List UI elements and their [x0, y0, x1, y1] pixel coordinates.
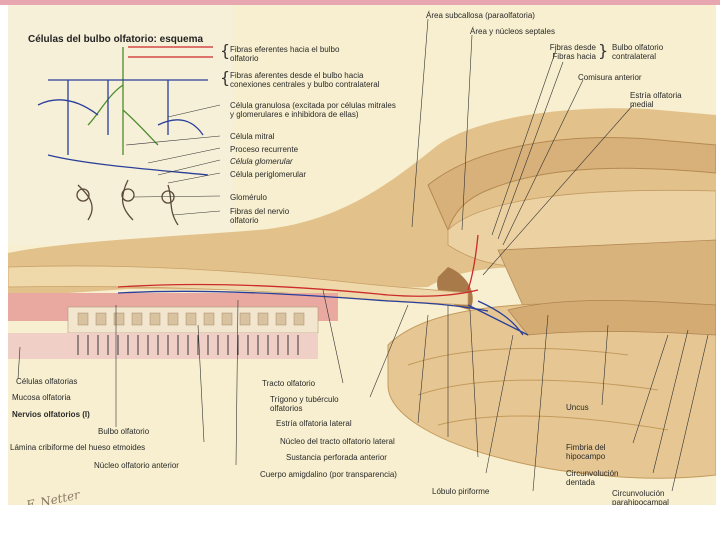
- label-fimbria: Fimbria del hipocampo: [566, 443, 606, 461]
- label-medial-stria: Estría olfatoria medial: [630, 91, 682, 109]
- label-amygdala: Cuerpo amigdalino (por transparencia): [260, 470, 397, 479]
- cribriform-foramina: [77, 312, 305, 326]
- corpus-callosum: [427, 137, 716, 232]
- anatomy-plate: Células del bulbo olfatorio: esquema { F…: [8, 5, 716, 505]
- label-efferent-fibers: Fibras eferentes hacia el bulbo olfatori…: [230, 45, 340, 63]
- label-periglomerular-cell: Célula periglomerular: [230, 170, 307, 179]
- label-subcallosal-area: Área subcallosa (paraolfatoria): [426, 11, 535, 20]
- label-lateral-stria: Estría olfatoria lateral: [276, 419, 352, 428]
- label-anterior-perforated: Sustancia perforada anterior: [286, 453, 387, 462]
- brace-contralateral: }: [598, 41, 609, 60]
- label-glomerular-cell: Célula glomerular: [230, 157, 293, 166]
- label-uncus: Uncus: [566, 403, 589, 412]
- olfactory-pathway-fibers: [117, 234, 529, 336]
- olfactory-receptor-cells: [77, 335, 299, 355]
- inset-neuron-schematic: [37, 46, 213, 226]
- temporal-lobe: [387, 303, 716, 479]
- olfactory-pathway-illustration: [8, 5, 716, 492]
- label-olfactory-nerve-fibers: Fibras del nervio olfatorio: [230, 207, 290, 225]
- label-trigone: Trígono y tubérculo olfatorios: [270, 395, 339, 413]
- top-accent-bar: [0, 0, 720, 5]
- label-cribriform-plate: Lámina cribiforme del hueso etmoides: [10, 443, 146, 452]
- label-afferent-fibers: Fibras aferentes desde el bulbo hacia co…: [230, 71, 380, 89]
- label-dentate-gyrus: Circunvolución dentada: [566, 469, 619, 487]
- label-olfactory-nerves: Nervios olfatorios (I): [12, 410, 90, 419]
- label-leader-lines: [17, 18, 709, 492]
- label-fibers-from-to: Fibras desde Fibras hacia: [549, 43, 596, 61]
- label-recurrent-process: Proceso recurrente: [230, 145, 299, 154]
- olfactory-epithelium: [8, 333, 318, 359]
- label-anterior-olfactory-nucleus: Núcleo olfatorio anterior: [94, 461, 179, 470]
- inset-background: [8, 5, 233, 245]
- label-olfactory-bulb: Bulbo olfatorio: [98, 427, 150, 436]
- label-contralateral-bulb: Bulbo olfatorio contralateral: [612, 43, 664, 61]
- hippocampus-region: [507, 299, 716, 336]
- label-olfactory-mucosa: Mucosa olfatoria: [12, 393, 71, 402]
- label-piriform-lobe: Lóbulo piriforme: [432, 487, 490, 496]
- label-olfactory-cells: Células olfatorias: [16, 377, 78, 386]
- label-septal-area: Área y núcleos septales: [470, 27, 555, 36]
- label-anterior-commissure: Comisura anterior: [578, 73, 642, 82]
- inset-title: Células del bulbo olfatorio: esquema: [28, 34, 204, 45]
- hemisphere-cut-surface: [497, 239, 716, 321]
- brace-afferent: {: [220, 68, 231, 87]
- brace-efferent: {: [220, 41, 231, 60]
- label-parahippocampal: Circunvolución parahipocampal: [612, 489, 669, 505]
- label-granule-cell: Célula granulosa (excitada por células m…: [230, 101, 396, 119]
- label-olfactory-tract: Tracto olfatorio: [262, 379, 316, 388]
- label-lateral-tract-nucleus: Núcleo del tracto olfatorio lateral: [280, 437, 395, 446]
- label-glomerulus: Glomérulo: [230, 193, 267, 202]
- label-mitral-cell: Célula mitral: [230, 132, 275, 141]
